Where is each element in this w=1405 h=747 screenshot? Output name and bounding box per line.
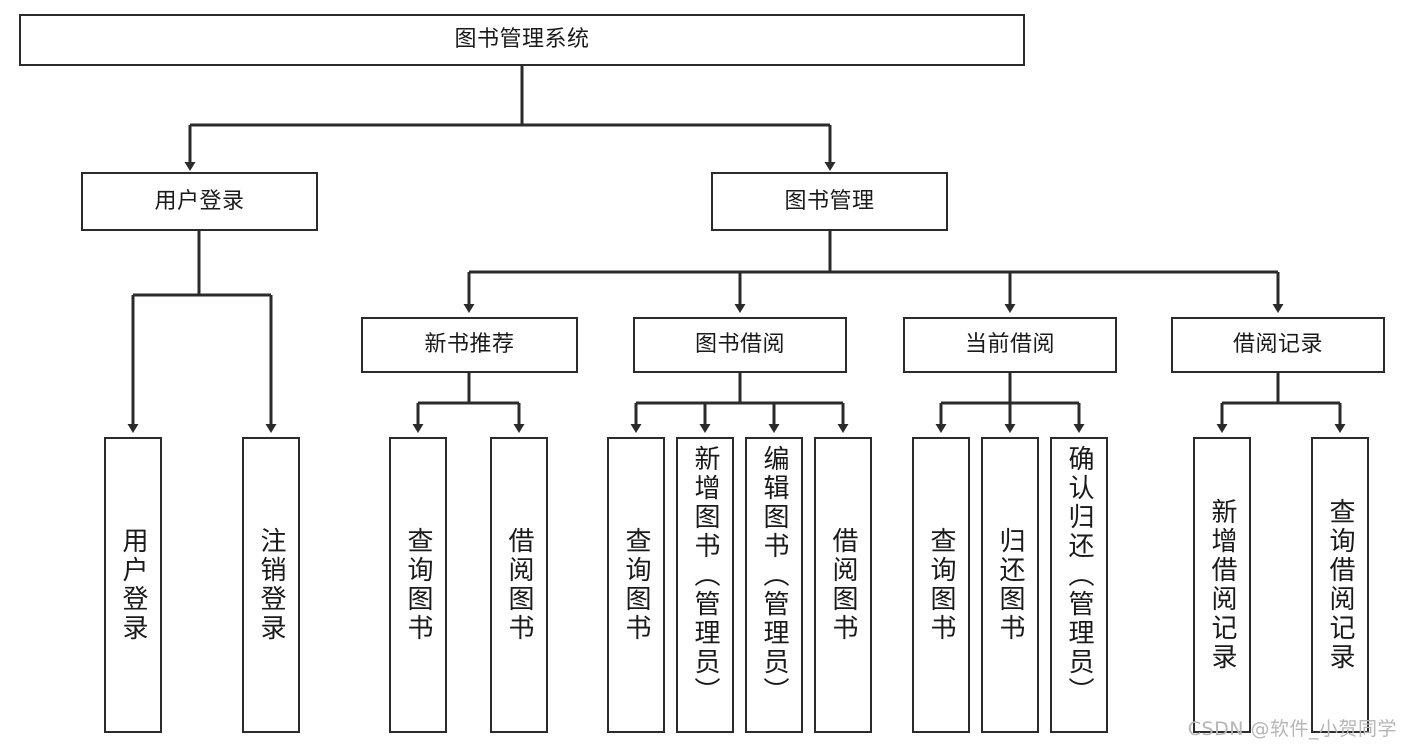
leaf-return-book[interactable]: 归还图书 (981, 437, 1039, 733)
leaf-query-book-1[interactable]: 查询图书 (389, 437, 447, 733)
leaf-user-logout[interactable]: 注销登录 (242, 437, 300, 733)
leaf-user-logout-label: 注销登录 (256, 527, 286, 643)
leaf-query-record-label: 查询借阅记录 (1325, 498, 1355, 672)
node-book-management-label: 图书管理 (784, 188, 875, 214)
leaf-borrow-book-1-label: 借阅图书 (504, 527, 534, 643)
node-current-borrow-label: 当前借阅 (964, 332, 1055, 358)
node-user-login[interactable]: 用户登录 (81, 172, 318, 231)
leaf-query-book-2[interactable]: 查询图书 (607, 437, 665, 733)
node-user-login-label: 用户登录 (154, 188, 245, 214)
node-root-label: 图书管理系统 (454, 27, 590, 53)
leaf-confirm-return-label: 确认归还（管理员） (1064, 445, 1094, 706)
node-book-borrow-label: 图书借阅 (694, 332, 785, 358)
leaf-borrow-book-2[interactable]: 借阅图书 (814, 437, 872, 733)
leaf-return-book-label: 归还图书 (995, 527, 1025, 643)
node-new-book-recommend[interactable]: 新书推荐 (361, 317, 578, 373)
leaf-query-book-2-label: 查询图书 (621, 527, 651, 643)
node-root[interactable]: 图书管理系统 (19, 14, 1025, 66)
leaf-confirm-return[interactable]: 确认归还（管理员） (1050, 437, 1108, 733)
leaf-query-record[interactable]: 查询借阅记录 (1311, 437, 1369, 733)
watermark-text: CSDN @软件_小贺同学 (1187, 718, 1397, 740)
leaf-query-book-3-label: 查询图书 (926, 527, 956, 643)
leaf-query-book-3[interactable]: 查询图书 (912, 437, 970, 733)
node-book-borrow[interactable]: 图书借阅 (633, 317, 847, 373)
leaf-borrow-book-2-label: 借阅图书 (828, 527, 858, 643)
leaf-user-login[interactable]: 用户登录 (104, 437, 162, 733)
node-book-management[interactable]: 图书管理 (711, 172, 948, 231)
leaf-borrow-book-1[interactable]: 借阅图书 (490, 437, 548, 733)
leaf-add-book-label: 新增图书（管理员） (690, 445, 720, 706)
leaf-add-book[interactable]: 新增图书（管理员） (676, 437, 734, 733)
leaf-edit-book[interactable]: 编辑图书（管理员） (745, 437, 803, 733)
leaf-query-book-1-label: 查询图书 (403, 527, 433, 643)
leaf-add-record[interactable]: 新增借阅记录 (1193, 437, 1251, 733)
node-new-book-recommend-label: 新书推荐 (424, 332, 515, 358)
leaf-edit-book-label: 编辑图书（管理员） (759, 445, 789, 706)
node-borrow-record-label: 借阅记录 (1232, 332, 1323, 358)
leaf-add-record-label: 新增借阅记录 (1207, 498, 1237, 672)
leaf-user-login-label: 用户登录 (118, 527, 148, 643)
node-borrow-record[interactable]: 借阅记录 (1171, 317, 1385, 373)
node-current-borrow[interactable]: 当前借阅 (903, 317, 1117, 373)
